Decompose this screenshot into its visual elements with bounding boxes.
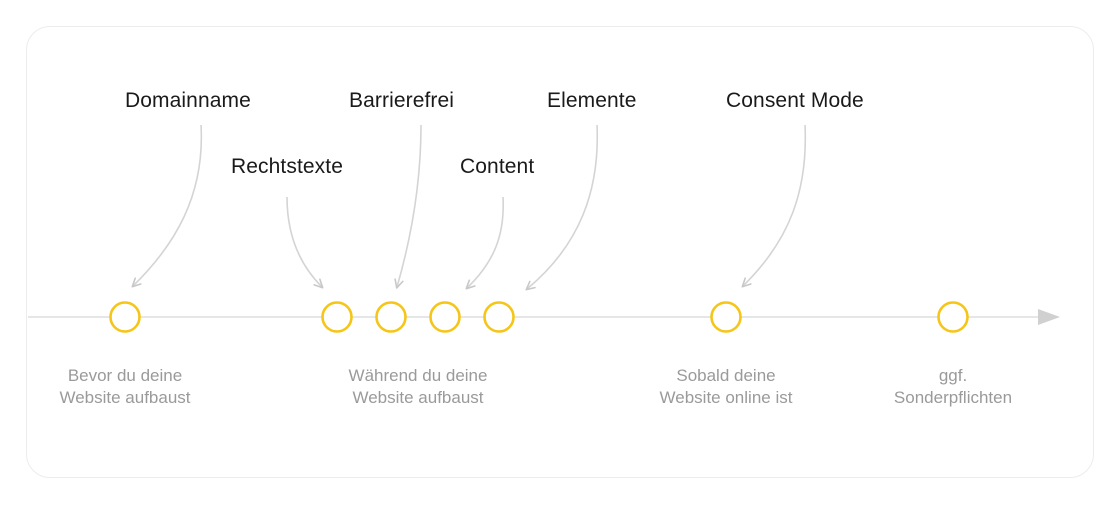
arrow-consent-mode <box>741 124 807 288</box>
milestone-3 <box>375 301 407 333</box>
milestone-7 <box>937 301 969 333</box>
phase-during-line1: Während du deine <box>348 366 488 385</box>
label-consent-mode: Consent Mode <box>726 89 864 112</box>
label-rechtstexte: Rechtstexte <box>231 155 343 178</box>
arrow-domainname <box>131 124 203 288</box>
phase-before-line1: Bevor du deine <box>67 366 183 385</box>
label-elemente: Elemente <box>547 89 637 112</box>
label-domainname: Domainname <box>125 89 251 112</box>
arrow-elemente <box>525 124 599 291</box>
phase-before-line2: Website aufbaust <box>59 388 191 407</box>
timeline-card <box>26 26 1094 478</box>
milestone-5 <box>483 301 515 333</box>
phase-after: Sobald deine Website online ist <box>616 365 836 409</box>
phase-during: Während du deine Website aufbaust <box>308 365 528 409</box>
phase-after-line2: Website online ist <box>659 388 793 407</box>
timeline-arrowhead <box>1038 309 1060 325</box>
label-content: Content <box>460 155 535 178</box>
milestone-1 <box>109 301 141 333</box>
phase-special-line1: ggf. <box>938 366 968 385</box>
arrow-rechtstexte <box>286 196 324 289</box>
arrow-content <box>465 196 505 290</box>
phase-special: ggf. Sonderpflichten <box>843 365 1063 409</box>
phase-before: Bevor du deine Website aufbaust <box>15 365 235 409</box>
milestone-2 <box>321 301 353 333</box>
label-barrierefrei: Barrierefrei <box>349 89 455 112</box>
arrow-barrierefrei <box>394 124 422 289</box>
phase-during-line2: Website aufbaust <box>352 388 484 407</box>
milestone-4 <box>429 301 461 333</box>
phase-after-line1: Sobald deine <box>676 366 776 385</box>
milestone-6 <box>710 301 742 333</box>
phase-special-line2: Sonderpflichten <box>893 388 1013 407</box>
